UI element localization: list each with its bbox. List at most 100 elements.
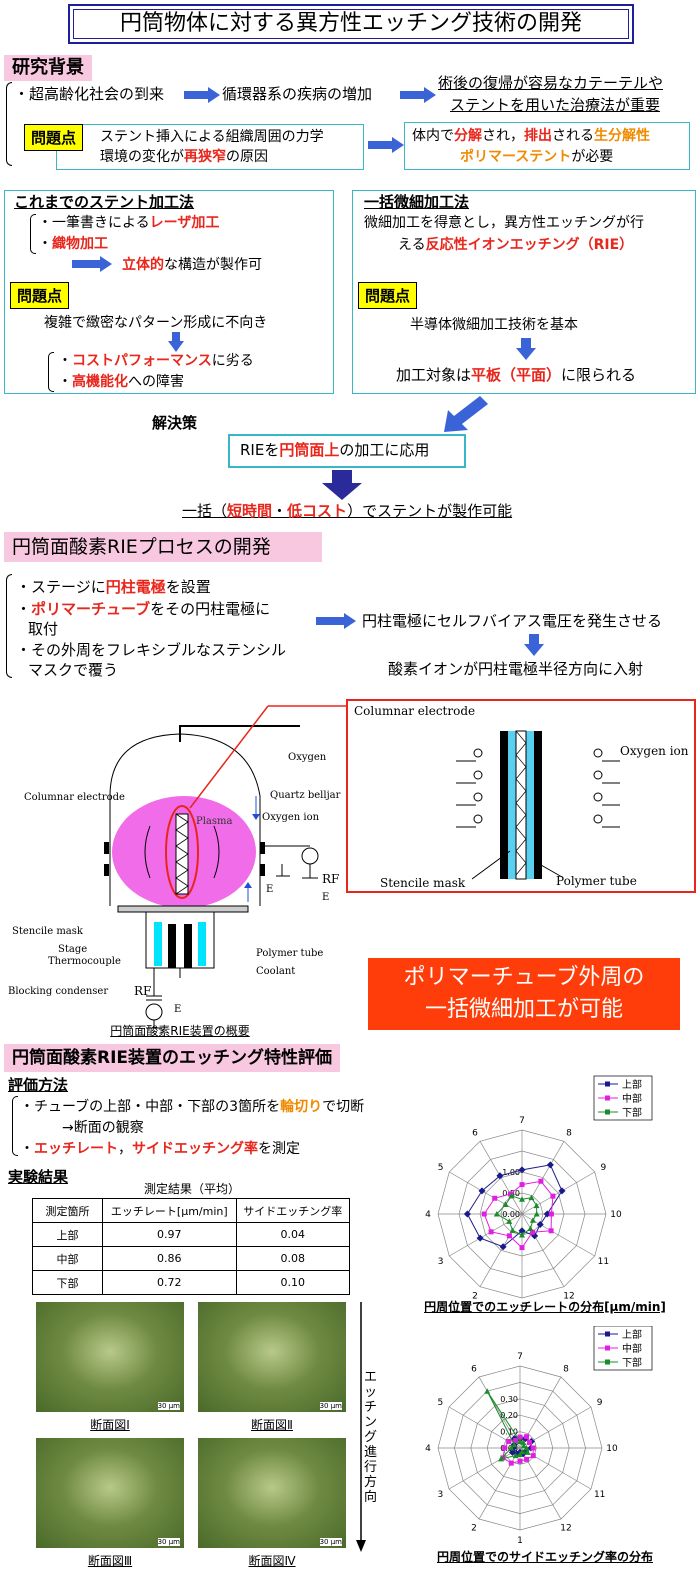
data-point [512, 1452, 519, 1459]
page-title: 円筒物体に対する異方性エッチング技術の開発 [68, 4, 634, 44]
zoom-diagram [456, 730, 620, 880]
photo-caption: 断面図Ⅲ [87, 1554, 133, 1568]
conv-laser: ・一筆書きによるレーザ加工 [38, 215, 220, 231]
conv-textile: ・織物加工 [38, 236, 108, 252]
label-columnar-electrode: Columnar electrode [24, 792, 125, 803]
conv-3d: 立体的な構造が製作可 [122, 257, 262, 273]
grid-spoke [478, 1447, 521, 1520]
axis-label: 3 [437, 1490, 443, 1500]
method-heading: 評価方法 [8, 1076, 69, 1094]
data-point [498, 1455, 505, 1462]
bg-point-stent: ステントを用いた治療法が重要 [450, 96, 661, 114]
zoom-label-oxygen-ion: Oxygen ion [620, 744, 689, 758]
data-point [528, 1194, 535, 1201]
arrow-right-icon [316, 612, 356, 630]
data-point [526, 1440, 532, 1446]
table-header: エッチレート[μm/min] [102, 1198, 237, 1223]
highlight-text-1: ポリマーチューブ外周の [403, 965, 645, 990]
problem-badge: 問題点 [10, 282, 70, 309]
problem-badge: 問題点 [358, 282, 418, 309]
zoom-label-polymer: Polymer tube [556, 874, 637, 888]
method-item-2: →断面の観察 [62, 1120, 144, 1136]
axis-label: 3 [438, 1257, 444, 1267]
data-point [519, 1232, 525, 1238]
axis-label: 11 [598, 1257, 609, 1267]
data-point [520, 1439, 527, 1445]
label-stencile-mask: Stencile mask [12, 926, 83, 937]
arrow-down-left-icon [444, 396, 488, 432]
axis-label: 10 [610, 1210, 622, 1220]
legend-label: 下部 [622, 1106, 642, 1119]
arrow-down-icon [322, 470, 362, 500]
data-point [550, 1193, 556, 1199]
data-point [484, 1388, 491, 1394]
batch-panel [352, 190, 696, 394]
grid-spoke [521, 1213, 565, 1287]
section-heading-background: 研究背景 [4, 55, 92, 81]
direction-label: エッチング進行方向 [364, 1370, 378, 1505]
label-stage: Stage [58, 944, 88, 955]
label-plasma: Plasma [196, 816, 233, 827]
zoom-label-stencile: Stencile mask [380, 876, 466, 890]
conventional-heading: これまでのステント加工法 [14, 193, 195, 211]
section-heading-evaluation: 円筒面酸素RIE装置のエッチング特性評価 [4, 1044, 341, 1072]
data-point [506, 1233, 512, 1239]
bracket [6, 574, 12, 678]
data-point [517, 1434, 523, 1440]
series-line [466, 1164, 563, 1248]
batch-text-2: える反応性イオンエッチング（RIE） [398, 237, 634, 253]
method-item-3: ・エッチレート，サイドエッチング率を測定 [20, 1141, 300, 1157]
batch-problem-1: 半導体微細加工技術を基本 [410, 317, 578, 333]
data-point [511, 1441, 518, 1448]
tick-label: 0.00 [500, 1444, 518, 1453]
grid-spoke [478, 1376, 521, 1449]
grid-spoke [521, 1171, 595, 1215]
data-point [519, 1448, 526, 1455]
tick-label: 0.30 [500, 1395, 518, 1404]
legend-marker [605, 1095, 610, 1101]
solution-text: RIEを円筒面上の加工に応用 [240, 441, 430, 459]
data-point [529, 1217, 536, 1223]
process-item-3: ・その外周をフレキシブルなステンシル [16, 641, 287, 659]
axis-label: 2 [471, 1524, 477, 1534]
legend-label: 中部 [622, 1342, 642, 1355]
data-point [508, 1460, 514, 1466]
problem-text-1: ステント挿入による組織周囲の力学 [100, 129, 324, 145]
legend-marker [605, 1359, 610, 1365]
data-point [517, 1451, 523, 1458]
data-point [518, 1227, 526, 1235]
zoom-panel [346, 699, 696, 893]
axis-label: 7 [519, 1116, 525, 1126]
need-text-1: 体内で分解され，排出される生分解性 [412, 128, 650, 144]
axis-label: 6 [472, 1129, 478, 1139]
conv-problem-3: ・高機能化への障害 [58, 374, 184, 390]
tick-label: 0.20 [500, 1411, 518, 1420]
solution-label: 解決策 [152, 414, 198, 432]
data-point [538, 1178, 544, 1184]
data-point [508, 1445, 515, 1451]
conv-problem-2: ・コストパフォーマンスに劣る [58, 353, 254, 369]
label-e: E [322, 892, 330, 903]
legend-marker [605, 1331, 610, 1337]
label-coolant: Coolant [256, 966, 296, 977]
data-point [492, 1195, 498, 1201]
solution-box [228, 434, 466, 468]
axis-label: 4 [425, 1444, 431, 1454]
data-point [533, 1211, 540, 1217]
results-heading: 実験結果 [8, 1168, 69, 1186]
arrow-down-icon [524, 634, 544, 656]
data-point [530, 1229, 535, 1235]
data-point [533, 1202, 540, 1209]
data-point [463, 1210, 471, 1218]
cross-section-photo: 30 μm [198, 1438, 346, 1548]
label-e: E [174, 1004, 182, 1015]
data-point [530, 1445, 536, 1451]
batch-problem-2: 加工対象は平板（平面）に限られる [396, 366, 637, 384]
highlight-text-2: 一括微細加工が可能 [424, 997, 623, 1022]
axis-label: 6 [471, 1364, 477, 1374]
tick-label: 0.10 [500, 1428, 518, 1437]
grid-spoke [479, 1213, 523, 1287]
data-point [500, 1455, 506, 1461]
axis-label: 1 [519, 1304, 525, 1314]
